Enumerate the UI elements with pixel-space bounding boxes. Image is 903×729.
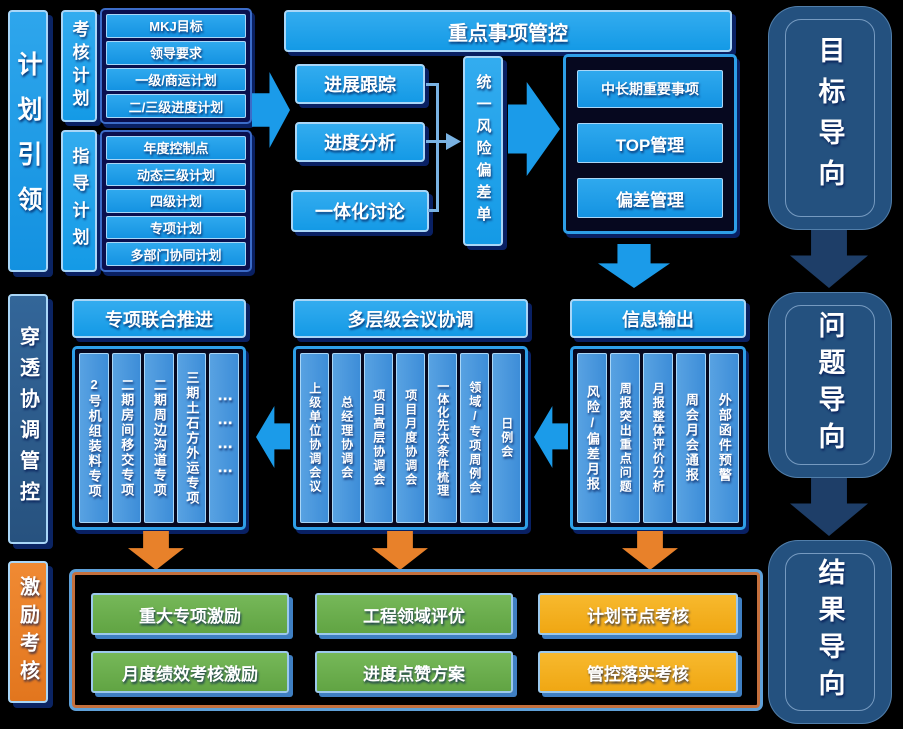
meetings-header: 多层级会议协调 [293, 299, 528, 338]
badge-goal-oriented: 目标导向 [768, 6, 903, 239]
flow-arrow-left-icon [534, 406, 568, 468]
guiding-plans-label: 指导计划 [69, 147, 89, 255]
info-column: 周报突出重点问题 [610, 353, 640, 523]
info-column: 周会月会通报 [676, 353, 706, 523]
flow-arrow-down-icon [372, 531, 428, 570]
tracking-box-label: 进度分析 [324, 133, 396, 153]
special-column-more: ⋯⋯⋯⋯ [209, 353, 239, 523]
info-column: 外部函件预警 [709, 353, 739, 523]
assessment-box: 计划节点考核 [538, 593, 738, 635]
meetings-panel: 上级单位协调会议 总经理协调会 项目高层协调会 项目月度协调会 一体化先决条件梳… [293, 346, 528, 530]
special-column: 二期周边沟道专项 [144, 353, 174, 523]
info-output-header-label: 信息输出 [622, 309, 694, 330]
assessment-plans-label-box: 考核计划 [61, 10, 97, 122]
meeting-column: 一体化先决条件梳理 [428, 353, 457, 523]
meeting-column: 上级单位协调会议 [300, 353, 329, 523]
special-column: 二期房间移交专项 [111, 353, 142, 523]
key-control-header-label: 重点事项管控 [448, 22, 568, 45]
special-push-panel: 2号机组装料专项 二期房间移交专项 二期周边沟道专项 三期土石方外运专项 ⋯⋯⋯… [72, 346, 246, 530]
flow-arrow-down-icon [790, 230, 868, 288]
connector-arrowhead-icon [446, 133, 461, 150]
rail-penetration-control-label: 穿透协调管控 [16, 326, 39, 512]
special-column: 三期土石方外运专项 [176, 353, 207, 523]
badge-result-oriented: 结果导向 [768, 540, 903, 729]
assessment-plan-item: 领导要求 [106, 40, 246, 65]
special-push-header-label: 专项联合推进 [105, 309, 213, 330]
guiding-plan-item: 多部门协同计划 [106, 242, 246, 266]
connector-line [426, 83, 438, 86]
flow-arrow-down-icon [622, 531, 678, 570]
connector-line [428, 209, 438, 212]
flow-arrow-down-icon [790, 478, 868, 536]
rail-incentive-assessment-label: 激励考核 [16, 576, 39, 688]
guiding-plan-item: 专项计划 [106, 215, 246, 240]
tracking-box: 进展跟踪 [295, 64, 425, 104]
assessment-plan-item: 二/三级进度计划 [106, 94, 246, 118]
connector-line [436, 83, 439, 212]
incentive-box: 工程领域评优 [315, 593, 513, 635]
special-column: 2号机组装料专项 [79, 353, 109, 523]
risk-slip-box: 统一风险偏差单 [463, 56, 503, 246]
management-item: TOP管理 [577, 123, 723, 163]
meeting-column: 项目高层协调会 [364, 353, 393, 523]
info-output-header: 信息输出 [570, 299, 746, 338]
flow-arrow-right-icon [508, 82, 560, 176]
management-item: 偏差管理 [577, 178, 723, 218]
incentive-box: 重大专项激励 [91, 593, 289, 635]
guiding-plans-label-box: 指导计划 [61, 130, 97, 272]
management-item: 中长期重要事项 [577, 70, 723, 108]
tracking-box-label: 进展跟踪 [324, 75, 396, 95]
incentive-box: 进度点赞方案 [315, 651, 513, 693]
tracking-box: 一体化讨论 [291, 190, 429, 232]
rail-incentive-assessment: 激励考核 [8, 561, 48, 703]
rail-penetration-control: 穿透协调管控 [8, 294, 48, 544]
info-output-panel: 风险/偏差月报 周报突出重点问题 月报整体评价分析 周会月会通报 外部函件预警 [570, 346, 746, 530]
flow-arrow-down-icon [128, 531, 184, 570]
badge-goal-oriented-label: 目标导向 [814, 36, 845, 200]
guiding-plan-item: 年度控制点 [106, 136, 246, 160]
assessment-plan-item: MKJ目标 [106, 14, 246, 38]
flow-arrow-down-icon [598, 244, 670, 288]
assessment-plan-item: 一级/商运计划 [106, 67, 246, 92]
rail-plan-leading: 计划引领 [8, 10, 48, 272]
meeting-column: 日例会 [492, 353, 521, 523]
special-push-header: 专项联合推进 [72, 299, 246, 338]
guiding-plan-item: 动态三级计划 [106, 162, 246, 187]
info-column: 风险/偏差月报 [577, 353, 607, 523]
tracking-box: 进度分析 [295, 122, 425, 162]
badge-result-oriented-label: 结果导向 [814, 558, 845, 706]
info-column: 月报整体评价分析 [643, 353, 673, 523]
tracking-box-label: 一体化讨论 [315, 202, 405, 222]
badge-problem-oriented: 问题导向 [768, 292, 903, 487]
badge-problem-oriented-label: 问题导向 [814, 311, 845, 459]
flow-arrow-left-icon [256, 406, 290, 468]
guiding-plan-item: 四级计划 [106, 189, 246, 213]
meeting-column: 项目月度协调会 [396, 353, 425, 523]
assessment-box: 管控落实考核 [538, 651, 738, 693]
risk-slip-label: 统一风险偏差单 [474, 74, 492, 228]
incentive-box: 月度绩效考核激励 [91, 651, 289, 693]
meeting-column: 领域/专项周例会 [460, 353, 489, 523]
rail-plan-leading-label: 计划引领 [14, 51, 42, 231]
flow-arrow-right-icon [252, 72, 290, 148]
meetings-header-label: 多层级会议协调 [347, 309, 474, 330]
incentives-panel: 重大专项激励 工程领域评优 计划节点考核 月度绩效考核激励 进度点赞方案 管控落… [72, 572, 760, 708]
guiding-plans-panel: 年度控制点 动态三级计划 四级计划 专项计划 多部门协同计划 [100, 130, 252, 272]
management-panel: 中长期重要事项 TOP管理 偏差管理 [563, 54, 737, 234]
assessment-plans-panel: MKJ目标 领导要求 一级/商运计划 二/三级进度计划 [100, 8, 252, 124]
key-control-header: 重点事项管控 [284, 10, 732, 52]
meeting-column: 总经理协调会 [332, 353, 361, 523]
assessment-plans-label: 考核计划 [69, 20, 89, 112]
